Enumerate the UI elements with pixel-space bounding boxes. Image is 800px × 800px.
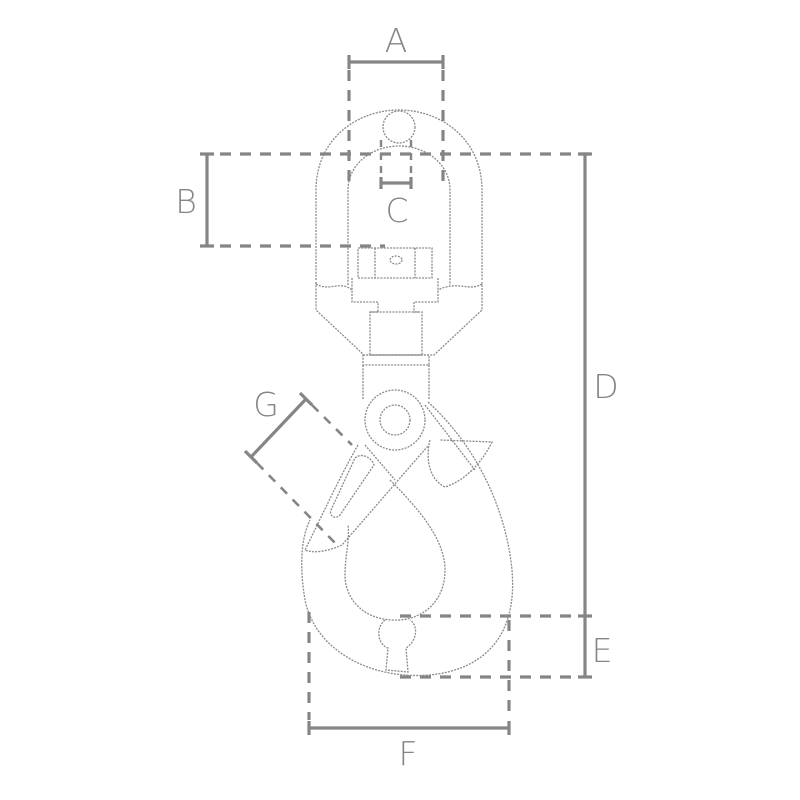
label-d: D — [593, 367, 618, 406]
hook-pivot-inner — [379, 404, 411, 436]
swivel-top-ball — [382, 110, 416, 144]
nut-hole — [389, 255, 403, 265]
label-c: C — [385, 191, 408, 230]
dimension-lines: A B C D — [175, 21, 619, 773]
dimension-a: A — [347, 21, 445, 190]
latch-spring — [427, 439, 494, 488]
label-e: E — [592, 631, 613, 670]
latch-slot — [329, 454, 375, 518]
hook-throat — [344, 479, 446, 621]
dimension-d: D — [578, 152, 619, 618]
swivel-nut — [357, 247, 433, 279]
dimension-g: G — [243, 385, 353, 549]
swivel-hook-drawing — [301, 109, 514, 677]
label-f: F — [399, 734, 418, 773]
dimension-b: B — [175, 152, 590, 248]
dimension-f: F — [307, 612, 511, 773]
hook-tip-notch — [378, 619, 417, 673]
swivel-eye-inner — [347, 145, 451, 285]
hook-pivot-outer — [364, 389, 426, 451]
hook-shank — [369, 311, 423, 356]
swivel-base — [315, 282, 483, 356]
label-g: G — [253, 385, 279, 424]
hook-latch — [304, 444, 429, 553]
label-b: B — [175, 182, 197, 221]
dimension-e: E — [400, 614, 613, 679]
label-a: A — [385, 21, 408, 60]
hook-body-outer — [301, 401, 514, 677]
dimension-c: C — [379, 140, 413, 230]
swivel-eye-outer — [315, 109, 483, 280]
